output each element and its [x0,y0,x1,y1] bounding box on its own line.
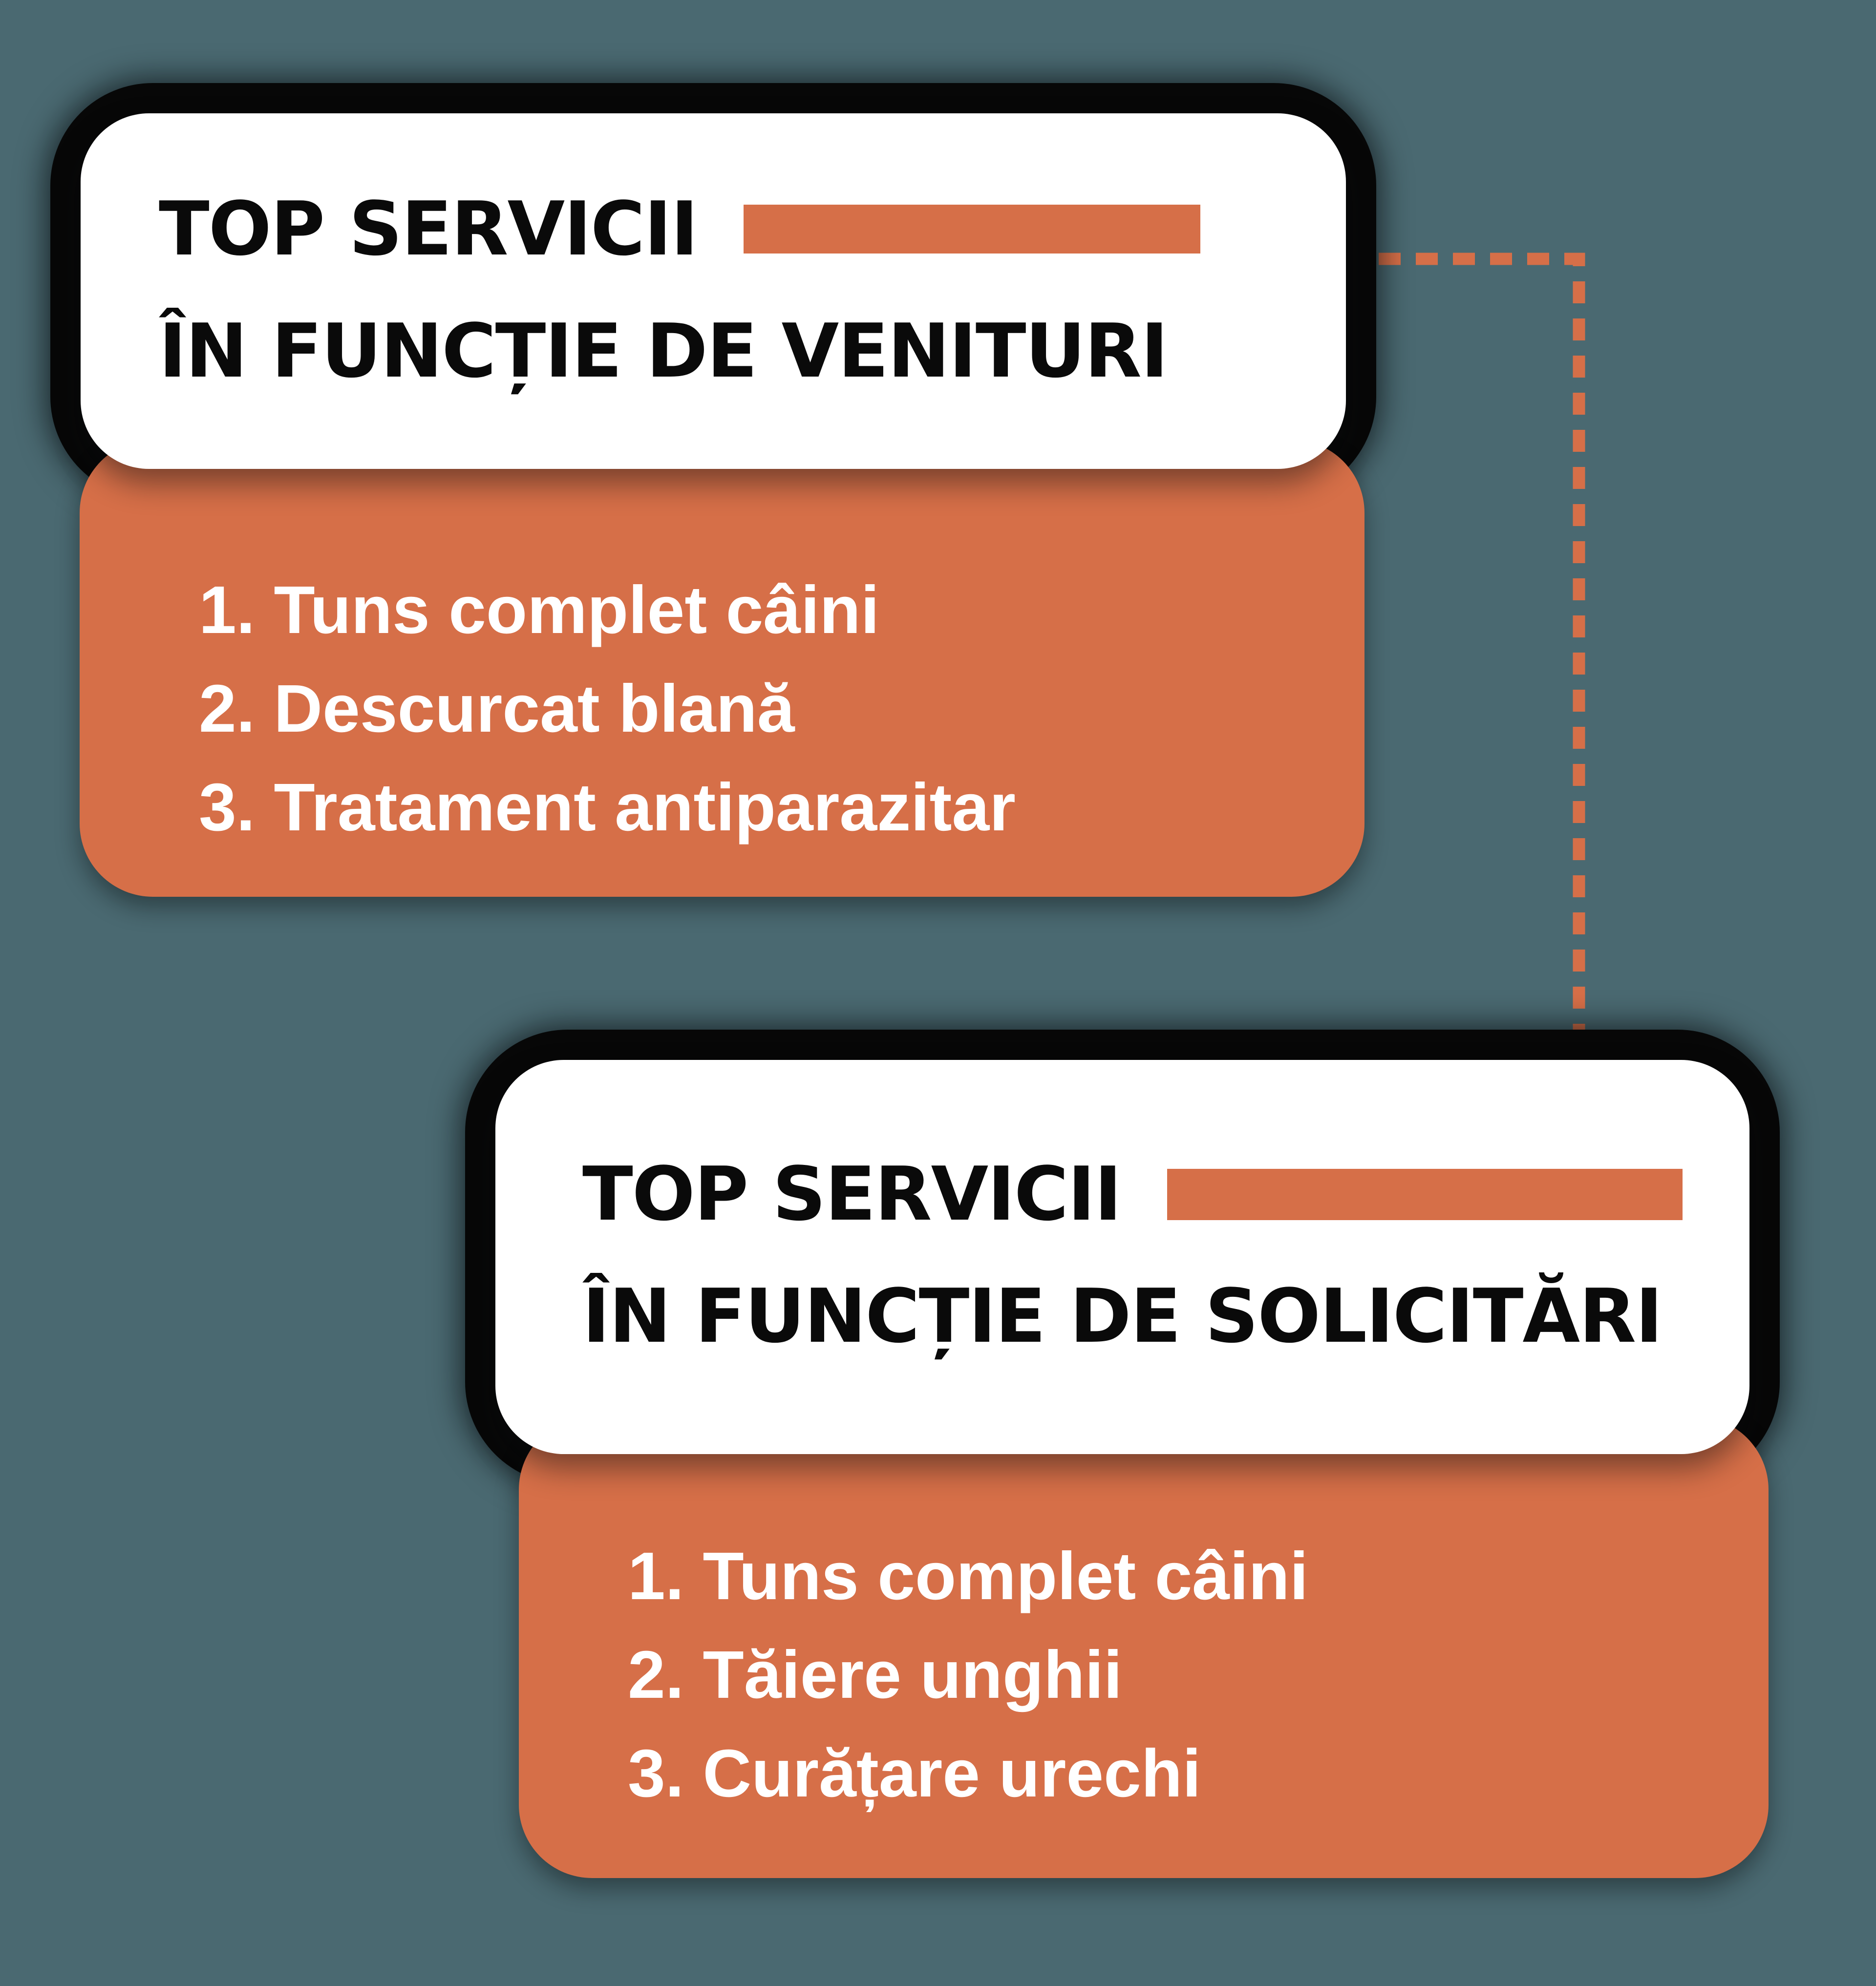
card-title-line2: ÎN FUNCȚIE DE SOLICITĂRI [582,1273,1663,1359]
list-item: 3. Curățare urechi [628,1736,1201,1811]
title-accent-bar [1167,1168,1683,1220]
card-title-line2: ÎN FUNCȚIE DE VENITURI [159,308,1169,394]
list-item: 1. Tuns complet câini [199,572,880,648]
service-list: 1. Tuns complet câini 2. Tăiere unghii 3… [628,1527,1308,1823]
card-title-row: TOP SERVICII [582,1133,1683,1255]
list-item: 3. Tratament antiparazitar [199,770,1016,845]
list-item: 2. Descurcat blană [199,671,795,746]
service-list: 1. Tuns complet câini 2. Descurcat blană… [199,561,1016,857]
card-body: 1. Tuns complet câini 2. Tăiere unghii 3… [519,1416,1769,1878]
card-title-line1: TOP SERVICII [159,186,698,272]
card-title: TOP SERVICII ÎN FUNCȚIE DE SOLICITĂRI [582,1133,1683,1377]
list-item: 1. Tuns complet câini [628,1539,1309,1614]
card-title-row: TOP SERVICII [159,168,1201,290]
connector-path [1379,253,1585,1038]
card-title: TOP SERVICII ÎN FUNCȚIE DE VENITURI [159,168,1201,412]
list-item: 2. Tăiere unghii [628,1637,1123,1712]
card-body: 1. Tuns complet câini 2. Descurcat blană… [80,440,1364,897]
card-title-line1: TOP SERVICII [582,1151,1122,1237]
card-header: TOP SERVICII ÎN FUNCȚIE DE VENITURI [81,113,1346,469]
card-header: TOP SERVICII ÎN FUNCȚIE DE SOLICITĂRI [495,1060,1749,1454]
title-accent-bar [744,205,1201,254]
